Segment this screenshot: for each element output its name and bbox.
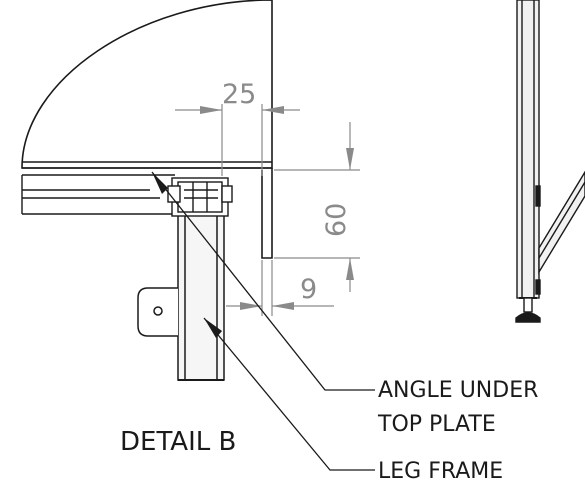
callout-angle-under-line2: TOP PLATE <box>377 412 496 437</box>
leader-leg-frame <box>203 317 375 471</box>
callout-leg-frame: LEG FRAME <box>378 459 503 484</box>
side-view-brace <box>538 170 585 275</box>
dimension-9 <box>226 260 334 316</box>
leader-angle-under <box>151 171 375 391</box>
dimension-60-label: 60 <box>321 203 352 237</box>
leg-frame <box>177 211 225 381</box>
dimension-25-label: 25 <box>222 79 256 110</box>
dimension-60 <box>274 122 360 292</box>
callout-angle-under-line1: ANGLE UNDER <box>378 378 538 403</box>
detail-title: DETAIL B <box>120 427 236 457</box>
mounting-tab <box>137 287 178 337</box>
side-view-leg <box>515 0 541 323</box>
detail-boundary-arc <box>21 0 273 169</box>
dimension-25 <box>175 104 300 176</box>
angle-bracket <box>261 168 273 259</box>
bolt-assembly <box>167 177 233 217</box>
top-plate <box>21 161 272 215</box>
dimension-9-label: 9 <box>300 274 317 305</box>
